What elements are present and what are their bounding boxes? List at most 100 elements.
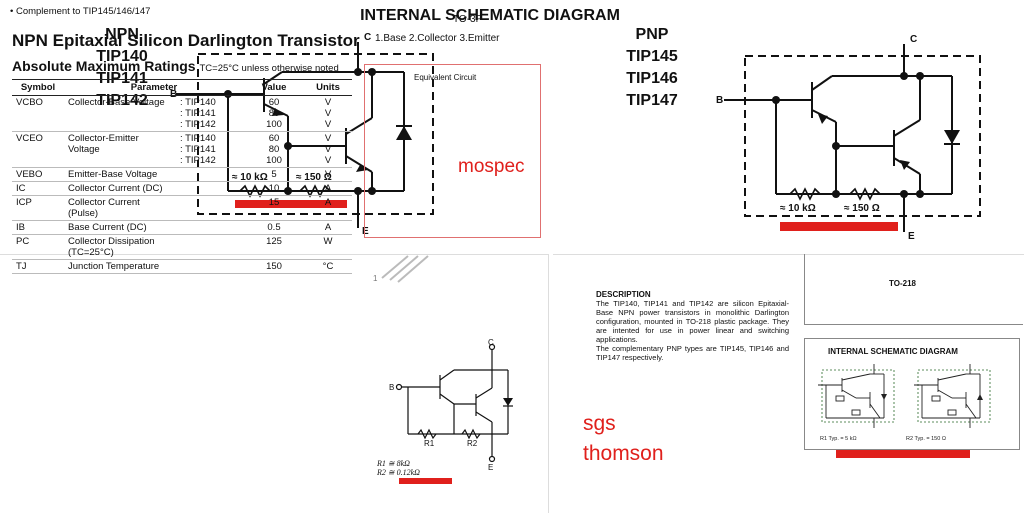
column-header: Symbol xyxy=(12,79,64,96)
sgs-r2-typ: R2 Typ. = 150 Ω xyxy=(906,436,946,442)
parameter-cell: Collector Current (DC) xyxy=(64,181,176,196)
parameter-cell: Base Current (DC) xyxy=(64,220,176,235)
eq-emitter-label: E xyxy=(488,463,493,472)
pnp-node-dot xyxy=(832,142,840,150)
unit-text: V xyxy=(324,169,332,180)
npn-diode-icon xyxy=(396,126,412,140)
pnp-base-pin-label: B xyxy=(716,95,723,106)
sgs-npn-diode-icon xyxy=(881,394,887,400)
sgs-pnp-diode-icon xyxy=(977,394,983,400)
value-text: 60 xyxy=(268,133,280,144)
eq-base-label: B xyxy=(389,383,394,392)
pnp-node-dot xyxy=(916,72,924,80)
device-cell xyxy=(176,220,244,235)
unit-text: A xyxy=(324,183,332,194)
npn-part-1: TIP140 xyxy=(96,48,148,65)
pnp-part-1: TIP145 xyxy=(626,48,678,65)
value-text: 10 xyxy=(268,183,280,194)
pnp-node-dot xyxy=(832,190,840,198)
symbol-text: VCBO xyxy=(16,97,43,108)
eq-r2-value: R2 ≅ 0.12kΩ xyxy=(376,468,420,477)
parameter-cell: Emitter-Base Voltage xyxy=(64,167,176,182)
package-pin-number: 1 xyxy=(373,274,378,283)
device-cell xyxy=(176,181,244,196)
equivalent-circuit-box xyxy=(364,64,541,238)
value-text: 150 xyxy=(266,261,282,272)
column-header: Value xyxy=(244,79,304,96)
column-header: Parameter xyxy=(64,79,244,96)
npn-type-label: NPN xyxy=(105,26,139,43)
unit-text: W xyxy=(323,236,333,247)
npn-q2-emitter-arrow xyxy=(356,165,368,172)
device-label: : TIP141 xyxy=(180,108,216,119)
pnp-dashed-package-outline xyxy=(744,55,981,217)
device-label: : TIP141 xyxy=(180,144,216,155)
value-cell: 0.5 xyxy=(244,220,304,235)
device-label: : TIP142 xyxy=(180,155,216,166)
value-text: 80 xyxy=(268,144,280,155)
sgs-schematic-title: INTERNAL SCHEMATIC DIAGRAM xyxy=(828,347,958,356)
device-cell xyxy=(176,167,244,182)
sgs-description: DESCRIPTION The TIP140, TIP141 and TIP14… xyxy=(596,290,789,362)
page-title: INTERNAL SCHEMATIC DIAGRAM xyxy=(360,7,620,24)
pnp-collector-pin-label: C xyxy=(910,34,917,45)
device-cell xyxy=(176,259,244,274)
symbol-text: PC xyxy=(16,236,30,247)
value-cell: 125 xyxy=(244,234,304,260)
complement-text: Complement to TIP145/146/147 xyxy=(15,6,151,17)
parameter-cell: Collector Dissipation (TC=25°C) xyxy=(64,234,176,260)
symbol-text: IB xyxy=(16,222,25,233)
device-cell xyxy=(176,234,244,260)
unit-cell: A xyxy=(304,181,352,196)
unit-cell: °C xyxy=(304,259,352,274)
value-cell: 15 xyxy=(244,195,304,221)
symbol-text: VCEO xyxy=(16,133,43,144)
sgs-r1-typ: R1 Typ. = 5 kΩ xyxy=(820,436,857,442)
pnp-node-dot xyxy=(772,96,780,104)
pnp-schematic-marks xyxy=(772,72,960,198)
parameter-cell: Collector-Emitter Voltage xyxy=(64,131,176,168)
ratings-condition: TC=25°C unless otherwise noted xyxy=(199,63,339,74)
pnp-node-dot xyxy=(900,72,908,80)
unit-text: A xyxy=(324,222,332,233)
sgs-schematic-frame xyxy=(804,338,1020,450)
value-cell: 10 xyxy=(244,181,304,196)
eq-r2-label: R2 xyxy=(467,439,478,448)
table-header-row: Symbol Parameter Value Units xyxy=(12,79,352,96)
pnp-darlington-schematic xyxy=(724,44,981,232)
unit-text: V xyxy=(324,119,332,130)
eq-r1-value: R1 ≅ 8kΩ xyxy=(376,459,410,468)
unit-text: V xyxy=(324,155,332,166)
symbol-cell: VCBO xyxy=(12,95,64,132)
pnp-r1-label: ≈ 10 kΩ xyxy=(780,203,816,214)
value-text: 0.5 xyxy=(267,222,281,233)
symbol-text: TJ xyxy=(16,261,27,272)
pnp-r2-label: ≈ 150 Ω xyxy=(844,203,880,214)
red-underline-mark xyxy=(780,222,898,231)
symbol-cell: IC xyxy=(12,181,64,196)
unit-text: V xyxy=(324,97,332,108)
unit-cell: A xyxy=(304,195,352,221)
npn-node-dot xyxy=(354,187,362,195)
symbol-cell: IB xyxy=(12,220,64,235)
mospec-annotation: mospec xyxy=(458,156,525,177)
symbol-cell: ICP xyxy=(12,195,64,221)
value-text: 5 xyxy=(271,169,277,180)
device-cell: : TIP140: TIP141: TIP142 xyxy=(176,131,244,168)
complement-note: • Complement to TIP145/146/147 xyxy=(10,6,151,17)
unit-cell: W xyxy=(304,234,352,260)
symbol-cell: TJ xyxy=(12,259,64,274)
pnp-node-dot xyxy=(900,190,908,198)
pnp-emitter-pin-label: E xyxy=(908,231,915,242)
sgs-package-frame xyxy=(804,254,1023,325)
sgs-annotation-line-1: sgs xyxy=(583,412,616,435)
pnp-node-dot xyxy=(916,190,924,198)
npn-node-dot xyxy=(368,187,376,195)
value-text: 60 xyxy=(268,97,280,108)
